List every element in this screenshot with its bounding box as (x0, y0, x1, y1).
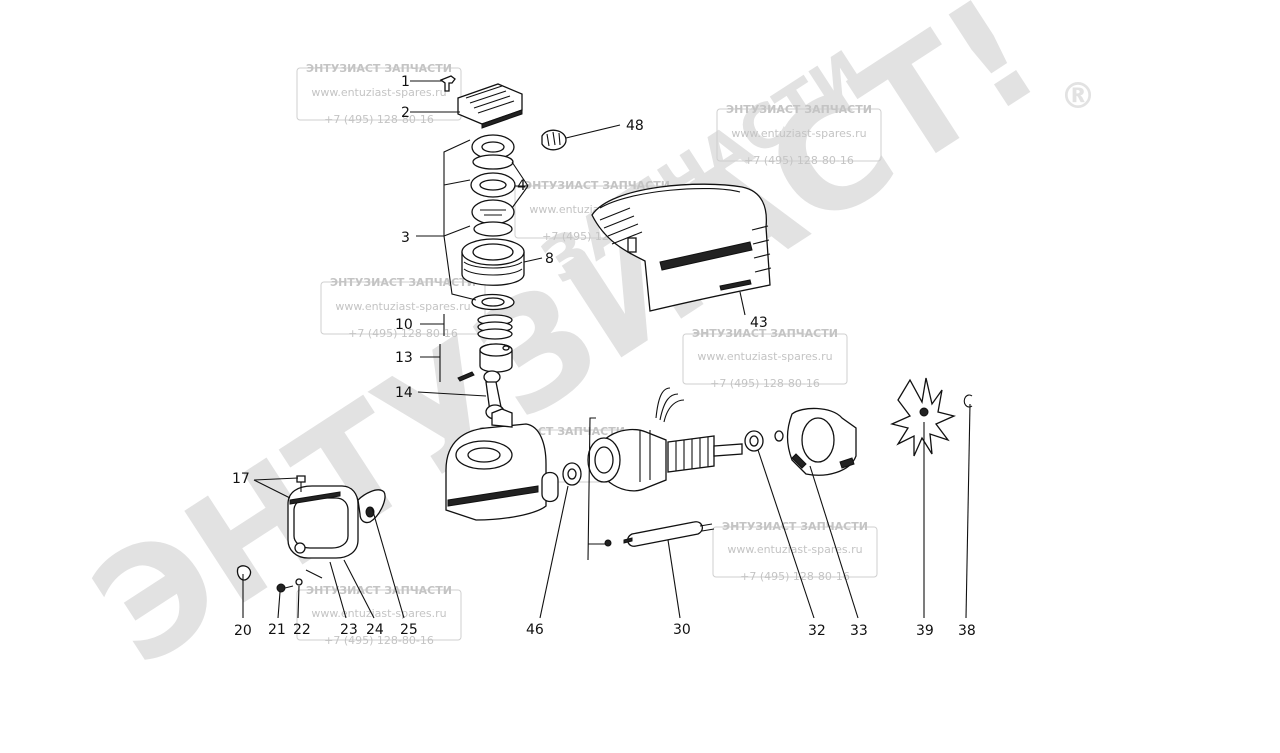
part-17-screw (296, 475, 306, 492)
part-motor-stator (587, 387, 685, 492)
callout-32: 32 (808, 623, 826, 639)
part-25-bracket (357, 489, 386, 524)
stamp-url: www.entuziast-spares.ru (311, 607, 446, 620)
callout-2: 2 (401, 105, 410, 121)
stamp-phone: +7 (495) 128-80-16 (740, 570, 850, 583)
callout-8: 8 (545, 251, 554, 267)
callout-17: 17 (232, 471, 250, 487)
stamp-2: ЭНТУЗИАСТ ЗАПЧАСТИ www.entuziast-spares.… (716, 103, 882, 167)
callout-3: 3 (401, 230, 410, 246)
callout-20: 20 (234, 623, 252, 639)
stamp-url: www.entuziast-spares.ru (731, 127, 866, 140)
stamp-phone: +7 (495) 128-80-16 (744, 154, 854, 167)
stamp-7: ЭНТУЗИАСТ ЗАПЧАСТИ www.entuziast-spares.… (712, 520, 878, 583)
stamp-url: www.entuziast-spares.ru (727, 543, 862, 556)
callout-39: 39 (916, 623, 934, 639)
stamp-phone: +7 (495) 128-80-16 (324, 113, 434, 126)
callout-4: 4 (517, 178, 526, 194)
stamp-url: www.entuziast-spares.ru (697, 350, 832, 363)
part-48-cap (541, 129, 567, 151)
callout-46: 46 (526, 622, 544, 638)
part-43-cover (591, 183, 772, 312)
stamp-phone: +7 (495) 128-80-16 (348, 327, 458, 340)
part-10-piston-rings (477, 314, 513, 340)
leader-lines (242, 80, 971, 619)
part-32-nut (744, 430, 784, 452)
part-motor-rotor (667, 435, 743, 473)
stamp-title: ЭНТУЗИАСТ ЗАПЧАСТИ (330, 276, 476, 289)
callout-10: 10 (395, 317, 413, 333)
stamp-title: ЭНТУЗИАСТ ЗАПЧАСТИ (692, 327, 838, 340)
callout-48: 48 (626, 118, 644, 134)
stamp-url: www.entuziast-spares.ru (311, 86, 446, 99)
part-base-gasket (471, 293, 515, 311)
part-21-screw (276, 583, 294, 593)
callout-14: 14 (395, 385, 413, 401)
stamp-1: ЭНТУЗИАСТ ЗАПЧАСТИ www.entuziast-spares.… (296, 62, 462, 126)
callout-13: 13 (395, 350, 413, 366)
stamp-phone: +7 (495) 128-80-16 (324, 634, 434, 647)
part-2-cylinder-head (457, 83, 523, 129)
part-30-capacitor (604, 521, 715, 547)
stamp-title: ЭНТУЗИАСТ ЗАПЧАСТИ (306, 584, 452, 597)
part-1-fitting (439, 75, 456, 92)
stamp-title: ЭНТУЗИАСТ ЗАПЧАСТИ (306, 62, 452, 75)
brand-registered-mark: ® (1060, 76, 1096, 117)
brand-watermark: ЭНТУЗИАСТ! ЗАПЧАСТИ ® (65, 0, 1096, 700)
callout-30: 30 (673, 622, 691, 638)
callout-25: 25 (400, 622, 418, 638)
callout-22: 22 (293, 622, 311, 638)
part-13-piston (457, 343, 513, 382)
callout-labels: 1 2 3 4 8 10 13 14 17 20 21 22 23 24 25 … (232, 74, 976, 639)
part-38-circlip (963, 394, 973, 408)
stamp-5: ЭНТУЗИАСТ ЗАПЧАСТИ www.entuziast-spares.… (682, 327, 848, 390)
stamp-title: ЭНТУЗИАСТ ЗАПЧАСТИ (722, 520, 868, 533)
part-23-cover (287, 485, 359, 559)
part-8-cylinder (461, 238, 525, 286)
callout-43: 43 (750, 315, 768, 331)
brand-watermark-text: ЭНТУЗИАСТ! (65, 0, 1068, 700)
part-33-fan-housing (786, 407, 857, 476)
stamp-title: ЭНТУЗИАСТ ЗАПЧАСТИ (726, 103, 872, 116)
part-46-bearing (562, 462, 582, 486)
callout-38: 38 (958, 623, 976, 639)
stamp-title: ЭНТУЗИАСТ ЗАПЧАСТИ (524, 179, 670, 192)
callout-24: 24 (366, 622, 384, 638)
callout-33: 33 (850, 623, 868, 639)
part-39-fan (890, 377, 956, 457)
callout-21: 21 (268, 622, 286, 638)
stamp-phone: +7 (495) 128-80-16 (710, 377, 820, 390)
stamp-url: www.entuziast-spares.ru (335, 300, 470, 313)
part-crankcase (445, 408, 559, 521)
part-4-gasket-stack (470, 134, 516, 237)
callout-1: 1 (401, 74, 410, 90)
part-20-clip (236, 565, 252, 581)
callout-23: 23 (340, 622, 358, 638)
part-22-washer (295, 578, 303, 586)
